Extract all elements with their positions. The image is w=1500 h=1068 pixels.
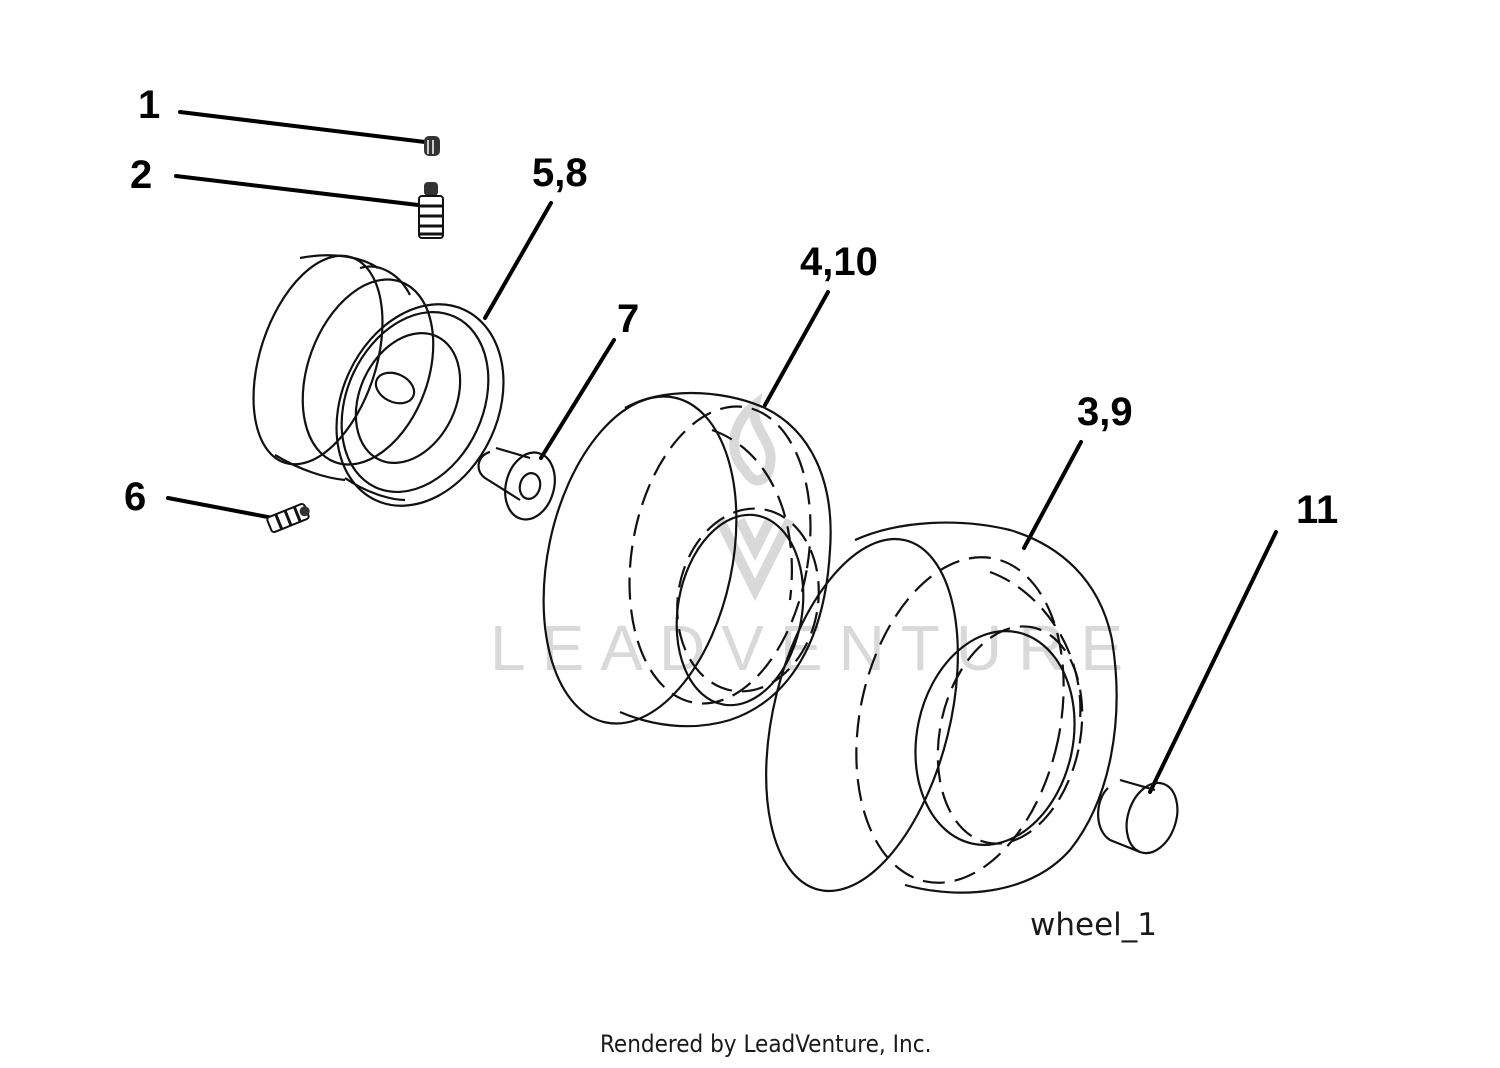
part-2-valve-stem [418, 182, 444, 239]
callout-2: 2 [130, 153, 152, 197]
callout-11: 11 [1296, 488, 1338, 532]
leader-4-10 [763, 290, 830, 407]
watermark: LEADVENTURE [490, 393, 1123, 684]
leader-6 [166, 496, 275, 520]
leader-7 [539, 338, 616, 460]
callout-labels: 1 2 5,8 4,10 7 3,9 6 11 [124, 83, 1338, 532]
part-1-valve-cap [424, 136, 440, 156]
leader-11 [1148, 530, 1278, 794]
callout-6: 6 [124, 475, 146, 519]
leader-5-8 [483, 201, 553, 320]
part-6-grease-fitting [266, 502, 310, 534]
callout-3-9: 3,9 [1077, 390, 1133, 434]
callout-4-10: 4,10 [800, 240, 878, 284]
part-7-bushing [477, 446, 556, 521]
watermark-logo-icon [715, 393, 795, 602]
part-4-10-tire [542, 391, 832, 728]
part-3-9-tire [765, 521, 1118, 894]
leader-3-9 [1022, 440, 1083, 550]
leader-2 [174, 174, 420, 207]
part-11-hub-cap [1097, 778, 1179, 855]
callout-7: 7 [617, 297, 639, 341]
diagram-caption: wheel_1 [1030, 907, 1157, 943]
callout-1: 1 [138, 83, 160, 127]
leader-1 [178, 110, 427, 144]
render-credit-footer: Rendered by LeadVenture, Inc. [600, 1030, 931, 1058]
leader-lines [166, 110, 1278, 794]
callout-5-8: 5,8 [532, 151, 588, 195]
part-5-8-rim [252, 254, 505, 507]
